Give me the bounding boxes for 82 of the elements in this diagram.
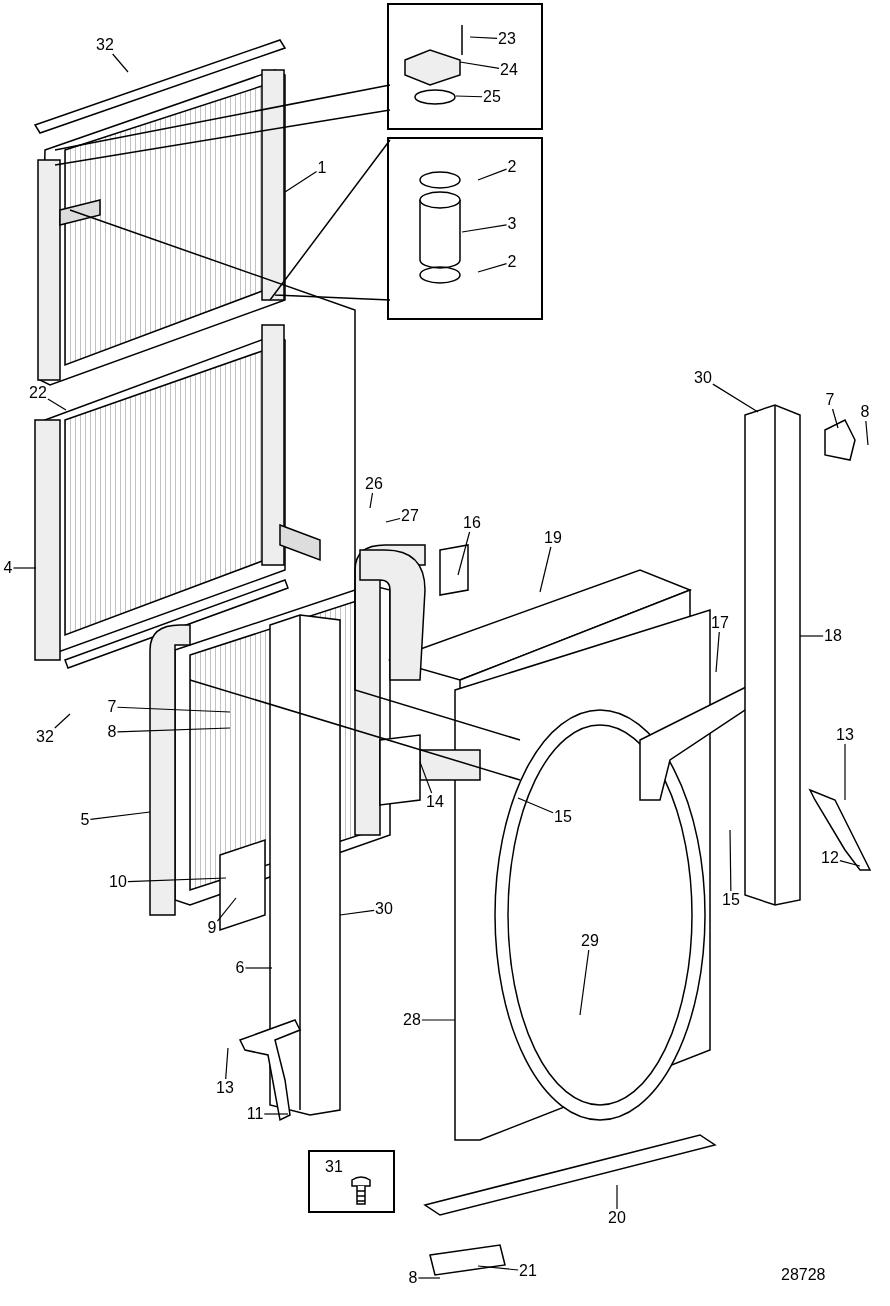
callout-number: 8	[106, 723, 118, 741]
drawing-number: 28728	[780, 1266, 827, 1284]
detail-inset-frame	[387, 3, 543, 130]
leader-line	[244, 967, 273, 969]
leader-line	[12, 567, 37, 569]
callout-number: 6	[234, 959, 246, 977]
leader-line	[477, 168, 508, 181]
callout-number: 27	[400, 507, 420, 525]
callout-number: 32	[95, 36, 115, 54]
leader-line	[263, 1113, 289, 1115]
leader-line	[799, 635, 824, 637]
leader-line	[112, 53, 129, 73]
callout-number: 13	[835, 726, 855, 744]
callout-number: 3	[506, 215, 518, 233]
callout-number: 2	[506, 158, 518, 176]
leader-line	[461, 224, 508, 233]
callout-number: 30	[374, 900, 394, 918]
callout-number: 12	[820, 849, 840, 867]
leader-line	[116, 706, 231, 713]
detail-inset-frame	[387, 137, 543, 320]
leader-line	[477, 1265, 519, 1271]
leader-line	[844, 743, 846, 801]
callout-number: 18	[823, 627, 843, 645]
leader-line	[54, 713, 71, 729]
callout-number: 4	[2, 559, 14, 577]
leader-line	[539, 546, 552, 593]
leader-line	[369, 492, 374, 509]
callout-number: 5	[79, 811, 91, 829]
callout-number: 14	[425, 793, 445, 811]
leader-line	[47, 398, 67, 411]
leader-line	[455, 95, 483, 98]
leader-line	[216, 897, 237, 922]
callout-number: 15	[721, 891, 741, 909]
leader-line	[729, 829, 732, 892]
leader-line	[419, 761, 433, 794]
callout-number: 8	[407, 1269, 419, 1287]
callout-number: 28	[402, 1011, 422, 1029]
callout-number: 23	[497, 30, 517, 48]
callout-number: 31	[324, 1158, 344, 1176]
callout-number: 9	[206, 919, 218, 937]
leader-line	[284, 170, 318, 193]
leader-line	[579, 949, 590, 1016]
callout-number: 17	[710, 614, 730, 632]
callout-number: 19	[543, 529, 563, 547]
callout-number: 16	[462, 514, 482, 532]
callout-number: 2	[506, 253, 518, 271]
callout-number: 7	[106, 698, 118, 716]
leader-line	[831, 408, 839, 429]
leader-line	[715, 631, 720, 673]
leader-line	[385, 517, 401, 523]
callout-number: 7	[824, 391, 836, 409]
callout-number: 21	[518, 1262, 538, 1280]
callout-number: 10	[108, 873, 128, 891]
leader-line	[459, 61, 500, 69]
leader-line	[469, 36, 498, 40]
callout-number: 24	[499, 61, 519, 79]
callout-number: 11	[245, 1105, 265, 1123]
callout-number: 15	[553, 808, 573, 826]
leader-line	[116, 727, 231, 733]
leader-line	[477, 263, 508, 273]
leader-line	[712, 383, 759, 413]
callout-number: 1	[316, 159, 328, 177]
leader-line	[616, 1184, 618, 1210]
callout-number: 30	[693, 369, 713, 387]
callout-number: 25	[482, 88, 502, 106]
leader-line	[127, 877, 227, 883]
leader-line	[839, 860, 861, 867]
leader-line	[421, 1019, 456, 1021]
callout-number: 22	[28, 384, 48, 402]
callout-number: 13	[215, 1079, 235, 1097]
leader-line	[417, 1277, 441, 1279]
leader-line	[339, 909, 375, 916]
leader-line	[865, 420, 869, 446]
callout-number: 32	[35, 728, 55, 746]
callout-number: 8	[859, 403, 871, 421]
leader-line	[89, 811, 151, 820]
callout-number: 20	[607, 1209, 627, 1227]
leader-line	[225, 1047, 229, 1080]
callout-number: 29	[580, 932, 600, 950]
callout-number: 26	[364, 475, 384, 493]
leader-line	[517, 797, 554, 814]
part-box	[308, 1150, 395, 1213]
